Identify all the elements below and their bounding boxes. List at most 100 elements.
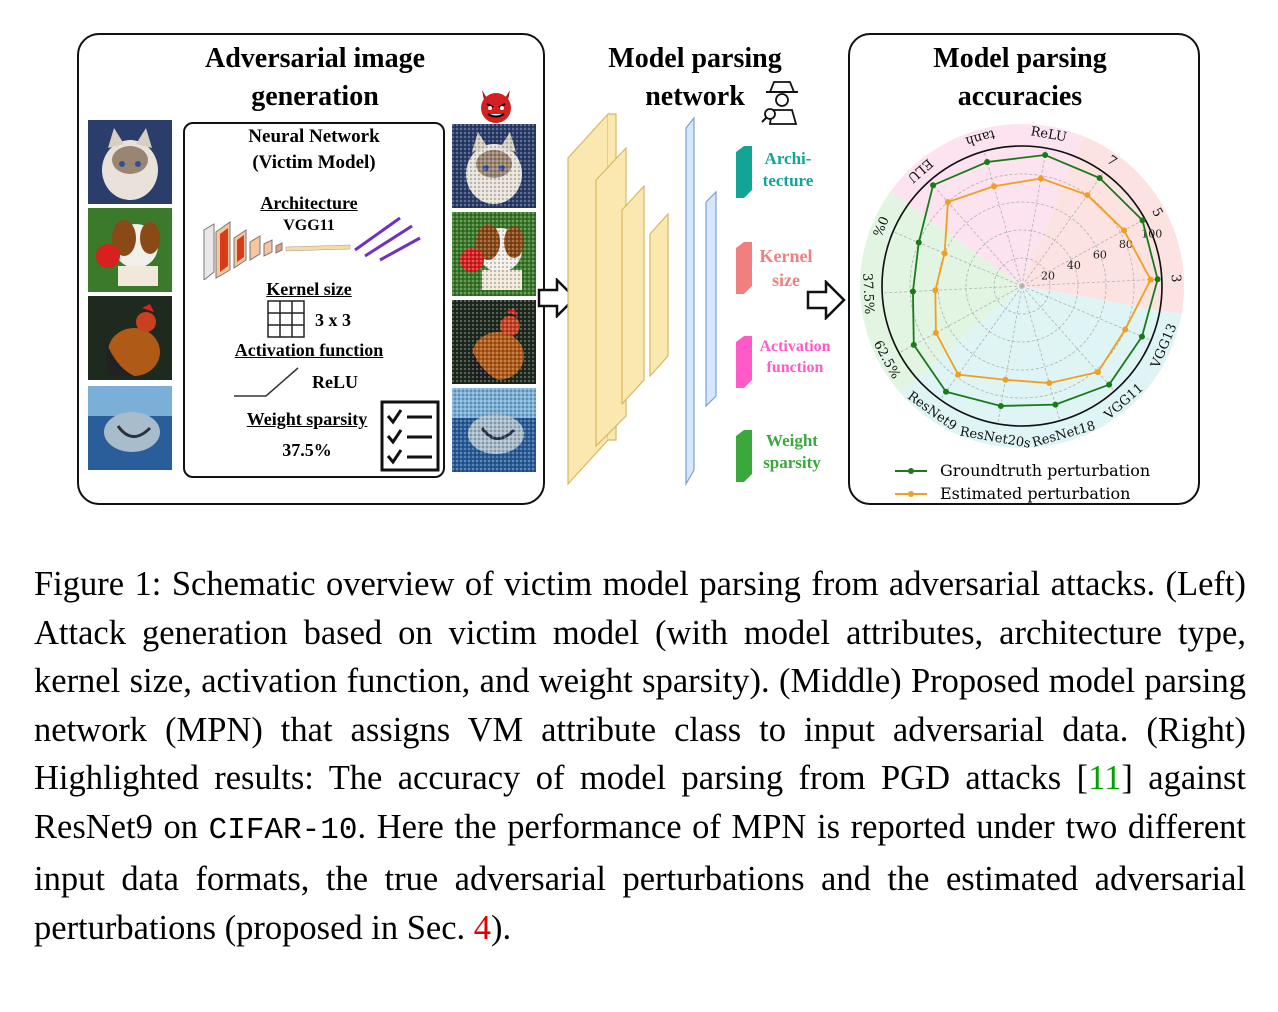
architecture-value: VGG11 xyxy=(283,217,335,234)
victim-title-line2: (Victim Model) xyxy=(252,152,376,173)
radar-sector-9 xyxy=(866,286,1022,394)
radar-outer-ring xyxy=(881,145,1163,427)
radar-category-label-10: 37.5% xyxy=(859,273,876,315)
radar-tick-label-40: 40 xyxy=(1067,259,1081,272)
radar-point-0-10 xyxy=(909,288,916,295)
radar-ring-60 xyxy=(937,201,1107,371)
radar-point-0-4 xyxy=(1138,333,1145,340)
radar-point-0-2 xyxy=(1139,217,1146,224)
arrow-right-icon xyxy=(537,278,577,318)
kernel-output-bar xyxy=(736,242,752,294)
radar-tick-label-20: 20 xyxy=(1041,270,1055,283)
radar-point-1-2 xyxy=(1121,227,1128,234)
checklist-icon xyxy=(380,400,440,472)
radar-point-0-11 xyxy=(915,239,922,246)
radar-sector-10 xyxy=(860,257,1022,330)
detective-icon xyxy=(761,81,798,125)
shark-image xyxy=(88,386,172,470)
legend-groundtruth-label: Groundtruth perturbation xyxy=(940,461,1151,480)
radar-point-1-1 xyxy=(1084,192,1091,199)
radar-spoke-0 xyxy=(1021,148,1047,287)
radar-point-1-6 xyxy=(1046,380,1053,387)
radar-sector-1 xyxy=(1022,136,1144,286)
radar-point-0-13 xyxy=(984,159,991,166)
activation-output-bar xyxy=(736,336,752,388)
radar-chart: 20406080100ReLU753VGG13VGG11ResNet18ResN… xyxy=(859,124,1184,452)
architecture-label: Architecture xyxy=(260,193,358,213)
citation-link-11[interactable]: 11 xyxy=(1088,759,1122,797)
adversarial-cat-image xyxy=(452,124,536,208)
radar-category-label-11: 0% xyxy=(869,214,891,239)
radar-spoke-11 xyxy=(892,231,1023,287)
radar-sector-5 xyxy=(1022,286,1154,429)
radar-point-0-3 xyxy=(1154,276,1161,283)
dog-image xyxy=(88,208,172,292)
radar-point-1-3 xyxy=(1147,276,1154,283)
radar-point-1-5 xyxy=(1094,369,1101,376)
radar-spoke-1 xyxy=(1021,172,1105,287)
radar-spoke-13 xyxy=(983,151,1023,287)
radar-sector-4 xyxy=(1022,286,1182,381)
sparsity-label: Weight sparsity xyxy=(246,409,368,429)
radar-ring-20 xyxy=(993,257,1051,315)
radar-tick-label-60: 60 xyxy=(1093,249,1107,262)
radar-spoke-9 xyxy=(898,285,1023,354)
kernel-size-value: 3 x 3 xyxy=(315,310,351,330)
radar-point-1-9 xyxy=(932,329,939,336)
radar-ring-80 xyxy=(909,173,1135,399)
cat-image xyxy=(88,120,172,204)
radar-category-label-3: 3 xyxy=(1168,274,1183,283)
radar-sector-2 xyxy=(1022,178,1178,286)
vgg-architecture-icon xyxy=(203,216,421,280)
right-panel-title: Model parsing accuracies xyxy=(933,43,1107,112)
radar-sector-13 xyxy=(944,124,1022,286)
radar-point-1-13 xyxy=(990,183,997,190)
legend-estimated-label: Estimated perturbation xyxy=(940,484,1131,503)
adversarial-dog-image xyxy=(452,212,536,296)
radar-sector-6 xyxy=(1022,286,1100,448)
radar-spoke-8 xyxy=(939,285,1023,400)
legend-estimated-marker xyxy=(895,491,927,497)
radar-sector-7 xyxy=(959,286,1031,448)
arrow-right-icon-2 xyxy=(806,280,846,320)
kernel-grid-icon xyxy=(267,300,305,338)
left-panel-title: Adversarial image generation xyxy=(204,43,426,112)
radar-point-1-0 xyxy=(1037,175,1044,182)
radar-point-0-6 xyxy=(1052,401,1059,408)
radar-point-1-8 xyxy=(955,371,962,378)
legend-groundtruth-marker xyxy=(895,468,927,474)
adversarial-rooster-image xyxy=(452,300,536,384)
output-architecture-label: Archi-tecture xyxy=(762,149,814,190)
radar-sector-3 xyxy=(1022,242,1184,315)
radar-category-label-0: ReLU xyxy=(1029,124,1067,145)
radar-point-0-8 xyxy=(942,388,949,395)
radar-point-0-7 xyxy=(997,402,1004,409)
devil-icon xyxy=(481,90,511,123)
radar-point-1-10 xyxy=(932,287,939,294)
radar-point-0-9 xyxy=(910,341,917,348)
kernel-size-label: Kernel size xyxy=(266,279,352,299)
middle-panel-title: Model parsing network xyxy=(608,43,782,112)
mpn-network-layers xyxy=(567,112,717,487)
radar-point-0-0 xyxy=(1042,152,1049,159)
radar-sector-11 xyxy=(862,191,1022,286)
radar-point-1-7 xyxy=(1002,376,1009,383)
radar-spoke-6 xyxy=(1021,285,1061,421)
radar-point-1-4 xyxy=(1122,326,1129,333)
sparsity-value: 37.5% xyxy=(282,440,332,460)
rooster-image xyxy=(88,296,172,380)
relu-curve-icon xyxy=(234,367,299,397)
figure-caption: Figure 1: Schematic overview of victim m… xyxy=(34,560,1246,952)
sparsity-output-bar xyxy=(736,430,752,482)
activation-value: ReLU xyxy=(312,372,358,392)
caption-text-2: ] against ResNet9 on xyxy=(34,759,1246,846)
radar-sector-8 xyxy=(900,286,1022,436)
section-link-4[interactable]: 4 xyxy=(473,908,492,947)
radar-sector-12 xyxy=(890,143,1022,286)
caption-text-4: ). xyxy=(491,908,512,947)
radar-point-0-12 xyxy=(930,182,937,189)
adversarial-shark-image xyxy=(452,388,536,472)
architecture-output-bar xyxy=(736,146,752,198)
